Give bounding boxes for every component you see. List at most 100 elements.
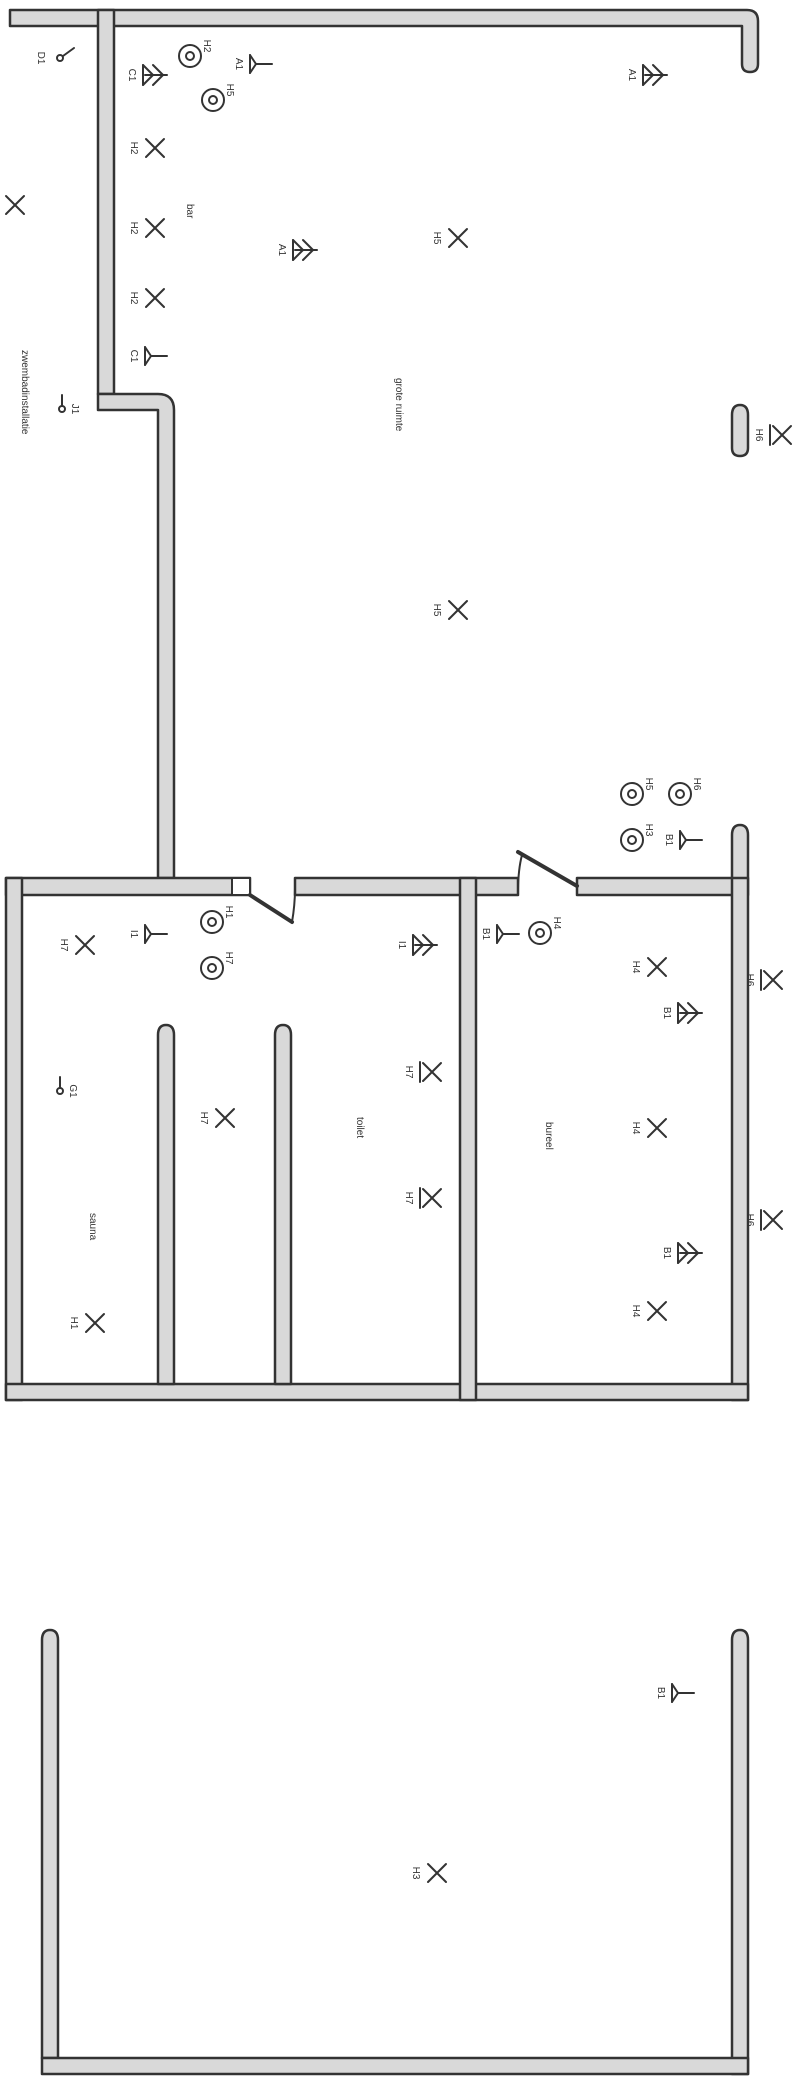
symbol-label: H7 bbox=[403, 1066, 414, 1079]
light-point-icon: H3 bbox=[410, 1863, 447, 1883]
symbol-label: H7 bbox=[58, 939, 69, 952]
symbol-label: B1 bbox=[663, 834, 674, 847]
wall-bottom-left bbox=[40, 1628, 60, 2060]
wall-bottom-right bbox=[730, 1628, 750, 2076]
symbol-label: H7 bbox=[223, 952, 234, 965]
multi-lamp-icon: I1 bbox=[396, 934, 438, 956]
single-lamp-icon: B1 bbox=[663, 830, 703, 850]
symbol-label: B1 bbox=[661, 1007, 672, 1020]
room-labels: grote ruimte bar zwembadinstallatie saun… bbox=[19, 204, 554, 1241]
walls bbox=[4, 8, 760, 2076]
wall-mid-top-left bbox=[4, 876, 252, 897]
room-label-bureel: bureel bbox=[543, 1122, 554, 1150]
wall-light-icon: H6 bbox=[753, 424, 792, 446]
single-lamp-icon: B1 bbox=[480, 924, 520, 944]
wall-top bbox=[8, 8, 760, 74]
switch-icon: D1 bbox=[35, 47, 75, 65]
light-point-icon: H4 bbox=[630, 1301, 667, 1321]
symbol-label: H3 bbox=[410, 1867, 421, 1880]
symbol-label: H6 bbox=[744, 1214, 755, 1227]
symbol-label: H1 bbox=[223, 906, 234, 919]
multi-lamp-icon: B1 bbox=[661, 1002, 703, 1024]
symbol-label: B1 bbox=[655, 1687, 666, 1700]
room-label-zwembad: zwembadinstallatie bbox=[19, 350, 30, 435]
wall-bottom bbox=[40, 2056, 750, 2076]
wall-office-divider bbox=[458, 876, 478, 1402]
single-lamp-icon: B1 bbox=[655, 1683, 695, 1703]
symbol-label: H2 bbox=[201, 40, 212, 53]
light-point-icon: H7 bbox=[198, 1108, 235, 1128]
single-lamp-icon: C1 bbox=[128, 346, 168, 366]
socket-icon: H5 bbox=[620, 778, 654, 806]
multi-lamp-icon: C1 bbox=[126, 64, 168, 86]
light-point-icon: H2 bbox=[128, 218, 165, 238]
wall-mid-top-right bbox=[575, 823, 750, 897]
wall-light-icon: H7 bbox=[403, 1061, 442, 1083]
symbol-label: H4 bbox=[630, 1305, 641, 1318]
symbol-label: D1 bbox=[35, 52, 46, 65]
symbol-label: H2 bbox=[128, 222, 139, 235]
plug-icon: J1 bbox=[58, 394, 80, 415]
door-frame bbox=[231, 877, 251, 896]
socket-icon: H1 bbox=[200, 906, 234, 934]
wall-mid-left bbox=[4, 876, 24, 1402]
light-point-icon: H1 bbox=[68, 1313, 105, 1333]
symbol-label: H2 bbox=[128, 292, 139, 305]
plug-icon: G1 bbox=[56, 1076, 78, 1098]
light-point-icon: H5 bbox=[431, 228, 468, 248]
symbol-label: H5 bbox=[431, 604, 442, 617]
symbol-label: A1 bbox=[233, 58, 244, 71]
symbol-label: I1 bbox=[128, 930, 139, 939]
symbol-label: H1 bbox=[68, 1317, 79, 1330]
room-label-toilet: toilet bbox=[354, 1117, 365, 1138]
wall-toilet-divider bbox=[273, 1023, 293, 1386]
symbol-label: H5 bbox=[224, 84, 235, 97]
symbol-label: B1 bbox=[480, 928, 491, 941]
symbol-label: H7 bbox=[403, 1192, 414, 1205]
symbol-label: H7 bbox=[198, 1112, 209, 1125]
wall-right-stub bbox=[730, 403, 750, 458]
socket-icon: H4 bbox=[528, 917, 562, 945]
socket-icon: H2 bbox=[178, 40, 212, 68]
wall-step bbox=[96, 392, 176, 880]
room-label-grote-ruimte: grote ruimte bbox=[393, 378, 404, 432]
light-point-icon: H4 bbox=[630, 957, 667, 977]
wall-mid-right bbox=[730, 876, 750, 1402]
door-left-jamb bbox=[291, 887, 296, 923]
single-lamp-icon: I1 bbox=[128, 924, 168, 944]
room-label-sauna: sauna bbox=[87, 1213, 98, 1241]
room-label-bar: bar bbox=[184, 204, 195, 219]
socket-icon: H6 bbox=[668, 778, 702, 806]
light-point-icon: H2 bbox=[128, 288, 165, 308]
symbol-label: H6 bbox=[744, 974, 755, 987]
symbol-label: C1 bbox=[128, 350, 139, 363]
symbol-label: C1 bbox=[126, 69, 137, 82]
wall-light-icon: H6 bbox=[744, 969, 783, 991]
multi-lamp-icon: B1 bbox=[661, 1242, 703, 1264]
symbol-label: H4 bbox=[630, 1122, 641, 1135]
symbol-label: A1 bbox=[626, 69, 637, 82]
light-point-icon: H5 bbox=[431, 600, 468, 620]
door-right bbox=[516, 850, 579, 888]
symbol-label: H2 bbox=[128, 142, 139, 155]
symbol-label: H3 bbox=[643, 824, 654, 837]
socket-icon: H3 bbox=[620, 824, 654, 852]
light-point-icon: H2 bbox=[128, 138, 165, 158]
single-lamp-icon: A1 bbox=[233, 54, 273, 74]
wall-sauna-divider bbox=[156, 1023, 176, 1386]
wall-left-upper bbox=[96, 8, 116, 396]
symbol-label: H5 bbox=[643, 778, 654, 791]
symbol-label: H4 bbox=[630, 961, 641, 974]
symbol-label: A1 bbox=[276, 244, 287, 257]
symbol-label: H5 bbox=[431, 232, 442, 245]
light-point-icon: H7 bbox=[58, 935, 95, 955]
wall-mid-top-center bbox=[293, 876, 520, 897]
doors bbox=[231, 850, 579, 924]
multi-lamp-icon: A1 bbox=[626, 64, 668, 86]
symbol-label: G1 bbox=[67, 1084, 78, 1098]
symbol-label: H6 bbox=[691, 778, 702, 791]
symbol-label: I1 bbox=[396, 941, 407, 950]
wall-mid-bottom bbox=[4, 1382, 750, 1402]
light-point-icon: H4 bbox=[630, 1118, 667, 1138]
